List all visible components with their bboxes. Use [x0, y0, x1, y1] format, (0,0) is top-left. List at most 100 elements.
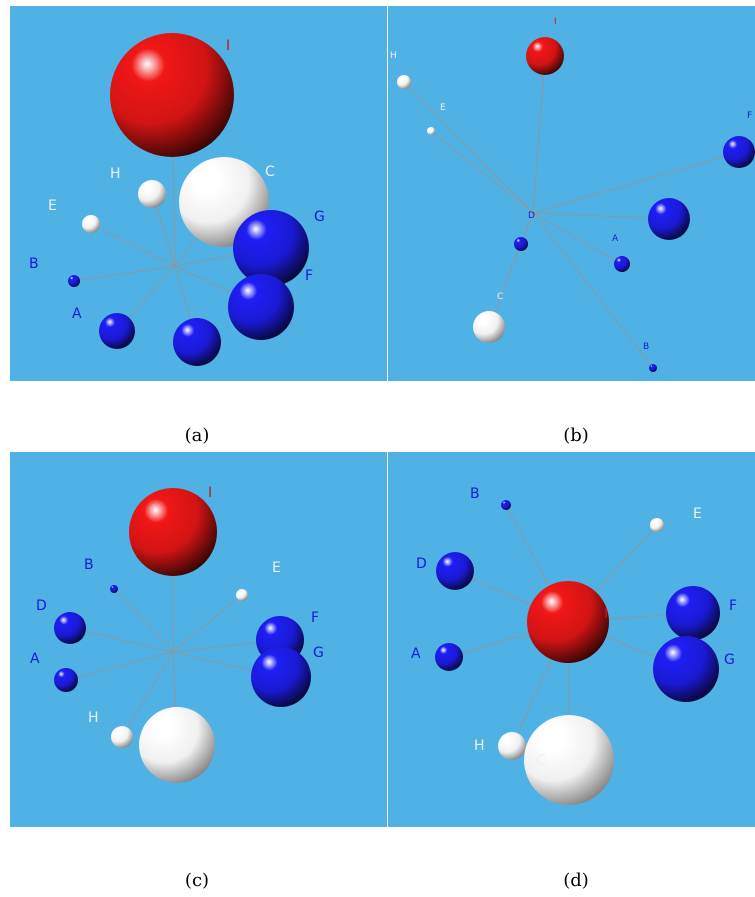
- sphere-i: [527, 581, 609, 663]
- sphere-b: [68, 275, 80, 287]
- node-label-h: H: [474, 738, 485, 754]
- node-label-a: A: [612, 234, 619, 244]
- edge-g: [532, 212, 670, 220]
- node-label-c: C: [265, 164, 275, 180]
- node-label-b: B: [84, 557, 94, 573]
- sphere-d: [173, 318, 221, 366]
- nodes: [54, 488, 311, 783]
- sphere-e: [82, 215, 100, 233]
- sphere-e: [650, 518, 664, 532]
- edges: [403, 55, 740, 369]
- sphere-g: [251, 647, 311, 707]
- node-label-b: B: [643, 342, 649, 352]
- graph-b: I H E F D A C B: [390, 17, 755, 372]
- edge-b: [532, 212, 654, 369]
- panel-a: I C H E B G F A: [10, 6, 387, 381]
- sphere-f: [666, 586, 720, 640]
- edge-e: [430, 130, 534, 214]
- sphere-d: [54, 612, 86, 644]
- sphere-a: [614, 256, 630, 272]
- sphere-d: [436, 552, 474, 590]
- node-label-e: E: [440, 103, 446, 113]
- graph-d: B E D I F A G H C: [411, 486, 737, 805]
- graph-a: I C H E B G F A: [29, 33, 325, 366]
- node-label-d: D: [528, 211, 535, 221]
- edge-c: [488, 212, 534, 328]
- sphere-i: [129, 488, 217, 576]
- node-label-f: F: [305, 268, 313, 284]
- sphere-g: [233, 210, 309, 286]
- node-label-g: G: [724, 652, 735, 668]
- node-label-a: A: [72, 306, 82, 322]
- sphere-c: [524, 715, 614, 805]
- node-label-c: C: [497, 292, 503, 302]
- edge-e: [172, 594, 243, 653]
- sphere-i: [526, 37, 564, 75]
- node-label-i: I: [554, 17, 557, 27]
- sphere-e: [427, 127, 435, 135]
- node-label-d: D: [36, 598, 47, 614]
- node-label-a: A: [30, 651, 40, 667]
- sphere-h: [397, 75, 411, 89]
- edge-e: [90, 223, 176, 267]
- node-label-b: B: [29, 256, 39, 272]
- sphere-b: [649, 364, 657, 372]
- sphere-d: [514, 237, 528, 251]
- node-label-h: H: [110, 166, 121, 182]
- caption-c: (c): [184, 870, 210, 891]
- node-label-d: D: [416, 556, 427, 572]
- node-label-b: B: [470, 486, 480, 502]
- sphere-g: [648, 198, 690, 240]
- labels: B E D I F A G H C: [411, 486, 737, 769]
- sphere-g: [653, 636, 719, 702]
- edge-i: [532, 55, 546, 214]
- node-label-c: C: [536, 753, 546, 769]
- sphere-f: [723, 136, 755, 168]
- panel-d: B E D I F A G H C: [388, 452, 755, 827]
- sphere-h: [111, 726, 133, 748]
- sphere-c: [473, 311, 505, 343]
- node-label-i: I: [604, 606, 608, 622]
- node-label-e: E: [693, 506, 702, 522]
- labels: I C H E B G F A: [29, 38, 325, 322]
- panel-b: I H E F D A C B: [388, 6, 755, 381]
- edge-b: [113, 588, 174, 653]
- nodes: [397, 37, 755, 372]
- edge-a: [65, 651, 174, 681]
- node-label-f: F: [747, 111, 752, 121]
- edge-h: [121, 651, 174, 738]
- nodes: [68, 33, 309, 366]
- sphere-a: [99, 313, 135, 349]
- node-label-h: H: [390, 51, 397, 61]
- sphere-h: [498, 732, 526, 760]
- sphere-a: [435, 643, 463, 671]
- node-label-i: I: [226, 38, 230, 54]
- caption-b: (b): [563, 425, 589, 446]
- edge-f: [532, 151, 740, 214]
- sphere-e: [236, 589, 248, 601]
- node-label-f: F: [729, 598, 737, 614]
- caption-d: (d): [563, 870, 589, 891]
- node-label-f: F: [311, 610, 319, 626]
- node-label-h: H: [88, 710, 99, 726]
- sphere-f: [228, 274, 294, 340]
- sphere-a: [54, 668, 78, 692]
- sphere-b: [110, 585, 118, 593]
- sphere-c: [139, 707, 215, 783]
- node-label-a: A: [411, 646, 421, 662]
- sphere-i: [110, 33, 234, 157]
- edge-d: [69, 627, 174, 653]
- labels: I H E F D A C B: [390, 17, 752, 352]
- edge-h: [403, 81, 534, 214]
- node-label-i: I: [208, 485, 212, 501]
- node-label-e: E: [272, 560, 281, 576]
- node-label-e: E: [48, 198, 57, 214]
- sphere-h: [138, 180, 166, 208]
- nodes: [435, 500, 720, 805]
- caption-a: (a): [184, 425, 210, 446]
- edge-b: [73, 265, 176, 282]
- node-label-g: G: [314, 209, 325, 225]
